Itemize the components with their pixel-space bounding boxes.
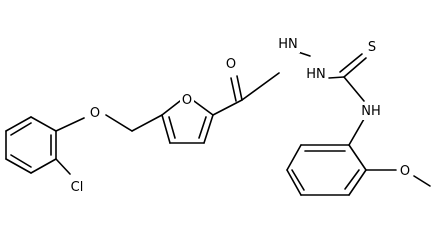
bond (198, 116, 207, 139)
bond (328, 76, 345, 79)
bond (343, 57, 367, 78)
carbonyl-oxygen-label: O (226, 57, 236, 72)
bond (236, 75, 243, 101)
bond (55, 117, 85, 132)
chlorine-label: Cl (71, 180, 84, 195)
bond (348, 144, 367, 171)
anilide-nh-label: NH (361, 104, 381, 119)
molecule-canvas: O HN HN S O O NH O Cl (5, 35, 431, 196)
ether-oxygen-label: O (90, 106, 100, 121)
bond (343, 76, 365, 102)
methoxy-oxygen-label: O (400, 164, 410, 179)
bond (339, 53, 363, 73)
bond (10, 154, 32, 168)
bond (30, 116, 57, 132)
bond (161, 100, 181, 116)
bond (10, 122, 32, 136)
atom-labels: O HN HN S O O NH O Cl (67, 35, 412, 196)
bond (131, 114, 163, 132)
bond (286, 144, 302, 171)
structure-drawing: O HN HN S O O NH O Cl (5, 35, 431, 196)
bond (344, 169, 360, 190)
bond (5, 116, 32, 132)
bond (286, 169, 302, 196)
bond (230, 77, 237, 102)
bonds (5, 48, 431, 196)
bond (55, 158, 71, 175)
bond (212, 99, 243, 116)
bond (348, 169, 367, 196)
bond (5, 158, 32, 174)
bond (203, 114, 214, 144)
thione-sulfur-label: S (368, 40, 376, 55)
bond (161, 114, 171, 144)
bond (193, 100, 214, 116)
bond (291, 169, 305, 191)
bond (30, 158, 57, 174)
hydrazide-nh-label: HN (278, 37, 298, 52)
bond (105, 114, 133, 132)
furan-oxygen-label: O (182, 93, 192, 108)
bond (168, 116, 176, 139)
hydrazide-nh-label: HN (306, 67, 326, 82)
bond (413, 175, 431, 187)
bond (348, 118, 365, 146)
bond (241, 72, 280, 101)
